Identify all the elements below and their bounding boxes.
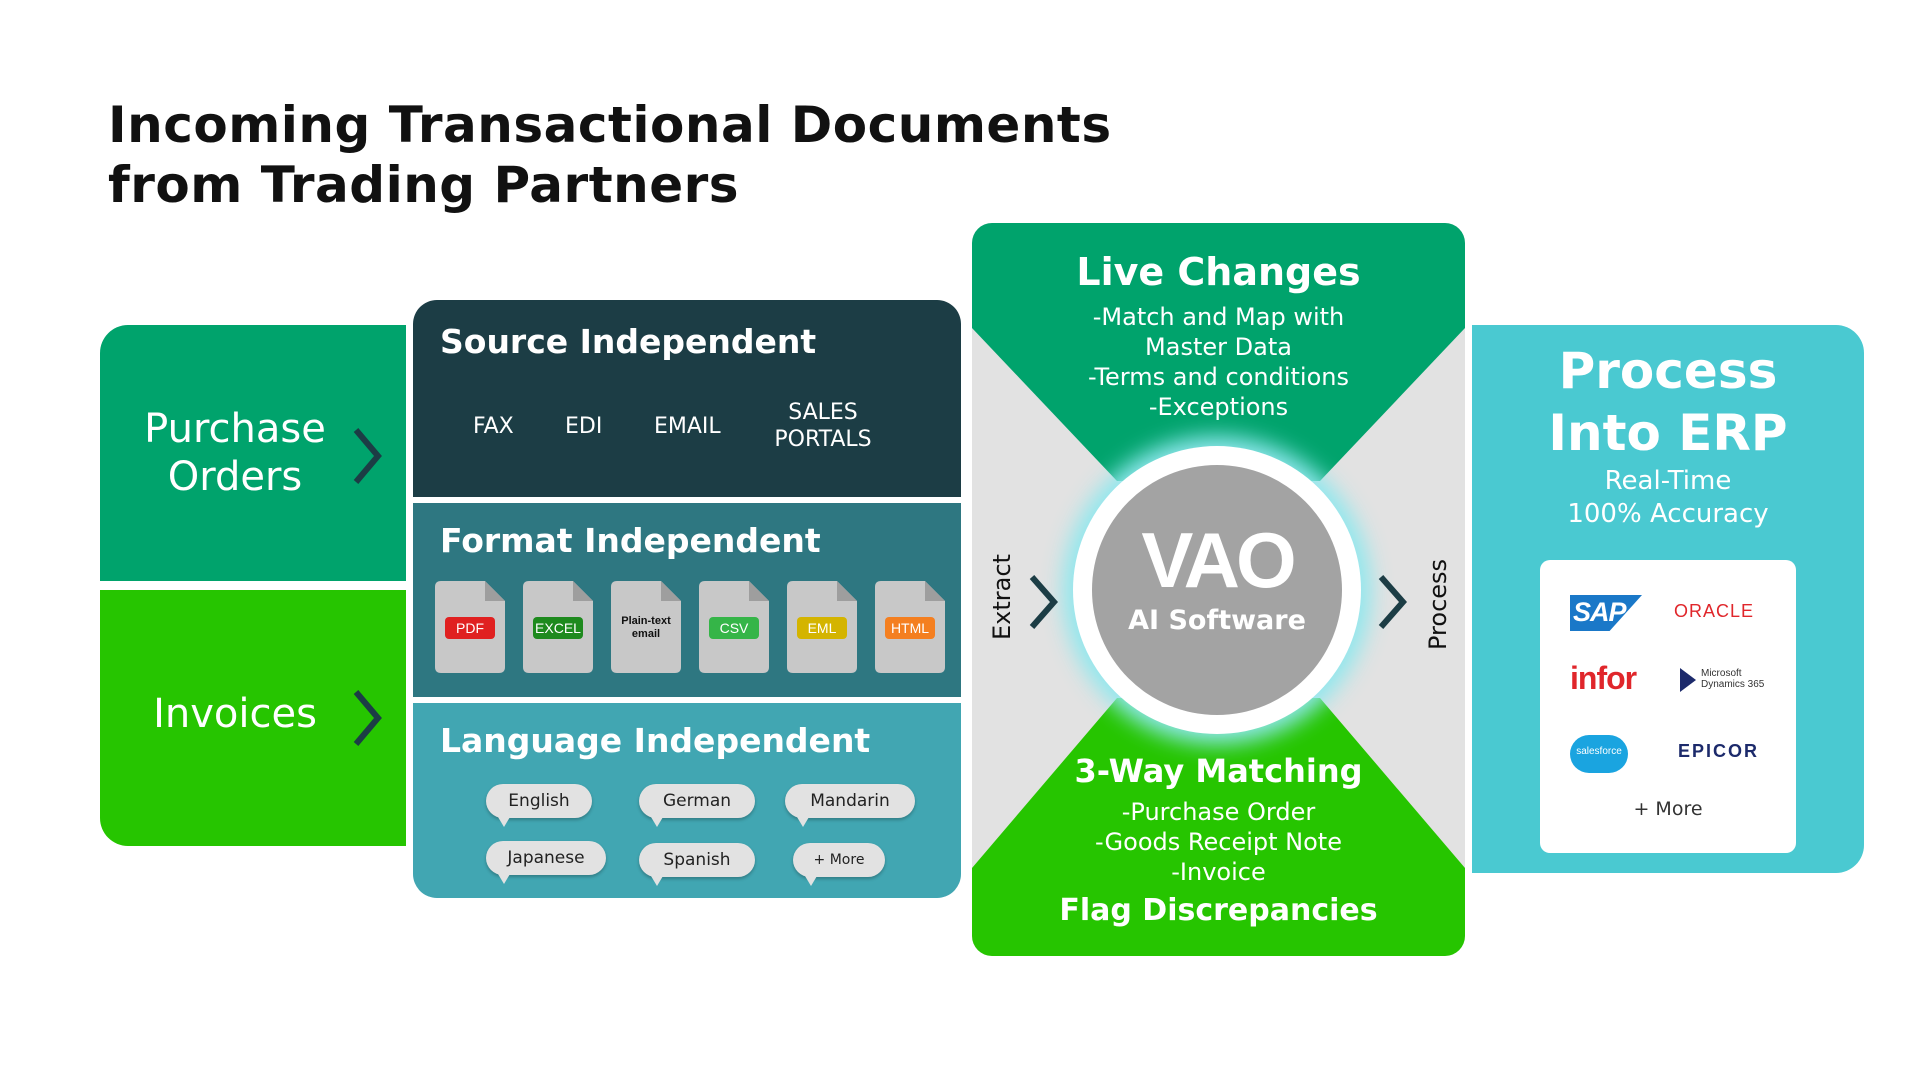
- sap-logo: SAP: [1570, 595, 1642, 631]
- language-more: + More: [793, 843, 885, 886]
- purchase-orders-panel: Purchase Orders: [100, 325, 406, 581]
- file-doc-icon: PDF: [435, 581, 505, 673]
- match-line-2: -Goods Receipt Note: [1095, 828, 1342, 856]
- match-line-3: -Invoice: [1171, 858, 1266, 886]
- source-title: Source Independent: [440, 322, 817, 361]
- erp-more: + More: [1633, 798, 1703, 820]
- erp-realtime: Real-Time: [1604, 466, 1732, 496]
- file-type-label-line-1: Plain-text: [621, 615, 671, 627]
- language-spanish: Spanish: [639, 843, 755, 886]
- live-changes-shape: [972, 223, 1465, 481]
- invoices-panel: Invoices: [100, 590, 406, 846]
- erp-title: Process Into ERP: [1472, 340, 1864, 464]
- sap-logo-text: SAP: [1573, 597, 1627, 627]
- file-type-label: EXCEL: [533, 617, 583, 639]
- page-title: Incoming Transactional Documents from Tr…: [108, 95, 1112, 215]
- language-mandarin: Mandarin: [785, 784, 915, 827]
- match-line-1: -Purchase Order: [1121, 798, 1316, 826]
- flag-discrepancies: Flag Discrepancies: [1059, 893, 1378, 928]
- vao-core: [1092, 465, 1342, 715]
- dynamics-line-1: Microsoft: [1701, 668, 1742, 679]
- extract-label: Extract: [988, 554, 1016, 640]
- language-german: German: [639, 784, 755, 827]
- file-type-label: EML: [797, 617, 847, 639]
- source-portals: PORTALS: [774, 427, 872, 452]
- live-line-3: -Terms and conditions: [1087, 363, 1349, 391]
- source-sales: SALES: [788, 400, 858, 425]
- file-type-label: HTML: [885, 617, 935, 639]
- dynamics-logo: Microsoft Dynamics 365: [1701, 668, 1764, 690]
- live-changes-list: -Match and Map with Master Data -Terms a…: [972, 302, 1465, 422]
- chevron-right-icon: [1029, 575, 1058, 629]
- source-sales-portals: SALES PORTALS: [768, 399, 878, 453]
- vao-logo: VAO: [1141, 516, 1296, 604]
- language-independent-panel: Language Independent English German Mand…: [413, 703, 961, 898]
- salesforce-logo: salesforce: [1570, 735, 1628, 773]
- dynamics-icon: [1680, 668, 1696, 692]
- live-changes-title: Live Changes: [1076, 250, 1361, 294]
- file-doc-icon: EXCEL: [523, 581, 593, 673]
- purchase-orders-line-2: Orders: [167, 454, 303, 500]
- file-type-label-line-2: email: [631, 628, 661, 640]
- erp-title-line-2: Into ERP: [1548, 404, 1788, 462]
- erp-title-line-1: Process: [1558, 342, 1778, 400]
- chevron-right-icon: [353, 428, 382, 484]
- format-title: Format Independent: [440, 521, 821, 560]
- live-line-4: -Exceptions: [1148, 393, 1289, 421]
- salesforce-logo-text: salesforce: [1576, 746, 1622, 757]
- invoices-label: Invoices: [153, 691, 317, 737]
- file-doc-icon: CSV: [699, 581, 769, 673]
- live-line-2: Master Data: [1145, 333, 1292, 361]
- live-line-1: -Match and Map with: [1092, 303, 1345, 331]
- vao-subtitle: AI Software: [1128, 605, 1306, 636]
- file-type-label: CSV: [709, 617, 759, 639]
- process-label: Process: [1424, 558, 1452, 650]
- erp-logos-card: SAP ORACLE infor Microsoft Dynamics 365 …: [1540, 560, 1796, 853]
- erp-accuracy: 100% Accuracy: [1567, 499, 1769, 529]
- chevron-right-icon: [1378, 575, 1407, 629]
- source-edi: EDI: [565, 414, 603, 439]
- dynamics-line-2: Dynamics 365: [1701, 679, 1765, 690]
- epicor-logo: EPICOR: [1678, 741, 1760, 761]
- erp-subtitle: Real-Time 100% Accuracy: [1472, 465, 1864, 531]
- file-type-label: PDF: [445, 617, 495, 639]
- source-independent-panel: Source Independent FAX EDI EMAIL SALES P…: [413, 300, 961, 497]
- matching-list: -Purchase Order -Goods Receipt Note -Inv…: [972, 797, 1465, 887]
- source-email: EMAIL: [654, 414, 721, 439]
- center-shapes: [972, 223, 1465, 956]
- language-english: English: [486, 784, 592, 827]
- oracle-logo: ORACLE: [1674, 601, 1755, 621]
- infor-logo: infor: [1570, 660, 1637, 696]
- chevron-right-icon: [353, 690, 382, 746]
- language-japanese: Japanese: [486, 841, 606, 884]
- file-doc-icon: HTML: [875, 581, 945, 673]
- purchase-orders-line-1: Purchase: [144, 406, 326, 452]
- matching-shape: [972, 698, 1465, 956]
- matching-title: 3-Way Matching: [1074, 752, 1363, 790]
- file-doc-icon: EML: [787, 581, 857, 673]
- purchase-orders-label: Purchase Orders: [125, 405, 345, 501]
- source-fax: FAX: [473, 414, 514, 439]
- title-line-1: Incoming Transactional Documents: [108, 96, 1112, 154]
- language-title: Language Independent: [440, 721, 871, 760]
- title-line-2: from Trading Partners: [108, 156, 740, 214]
